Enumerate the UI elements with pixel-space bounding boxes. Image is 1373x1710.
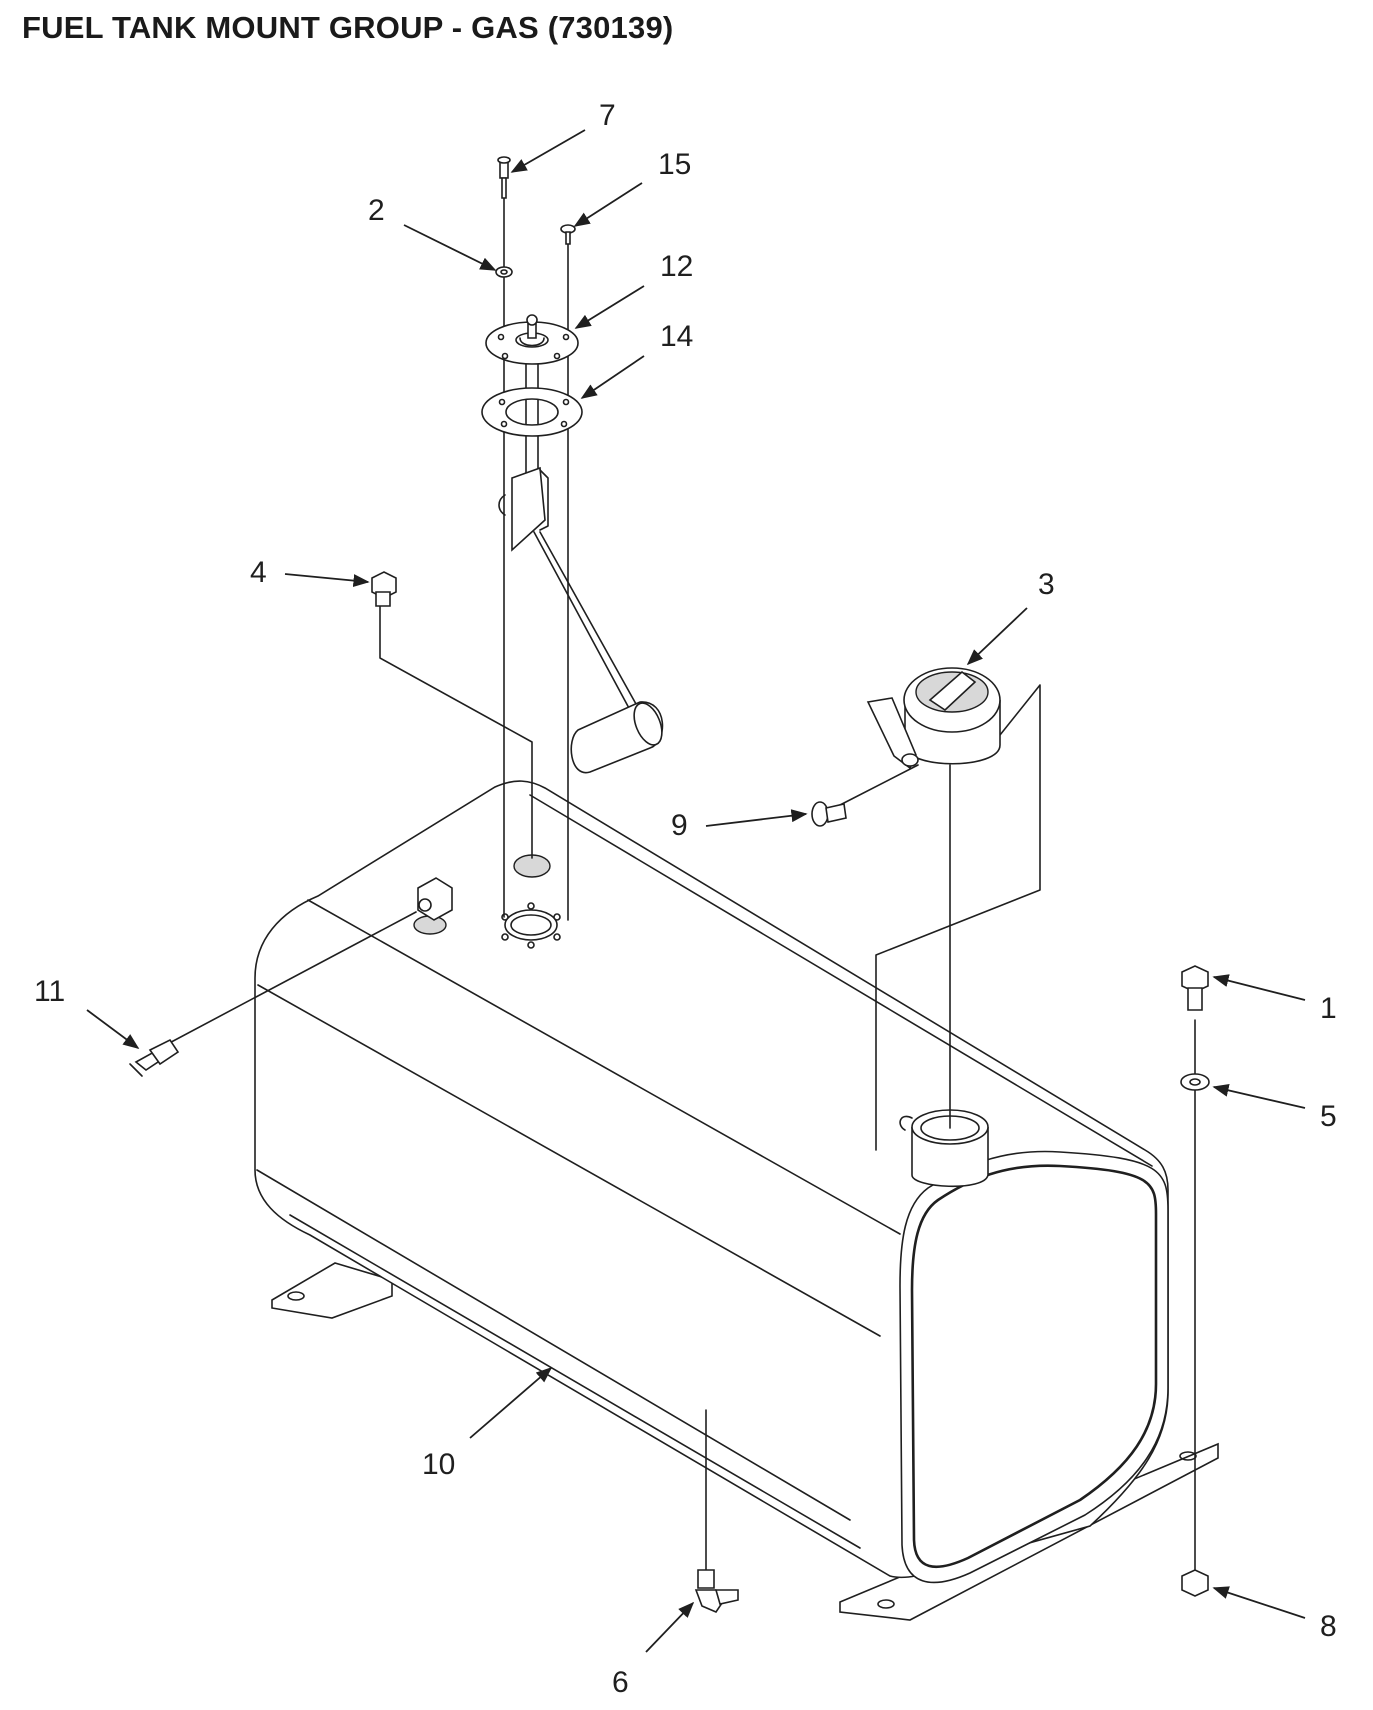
callout-label-8: 8 (1320, 1610, 1337, 1643)
page-title: FUEL TANK MOUNT GROUP - GAS (730139) (22, 10, 674, 45)
gasket (481, 387, 583, 437)
sending-unit (485, 174, 664, 921)
callout-1: 1 (1212, 974, 1337, 1025)
callout-10: 10 (422, 1366, 553, 1481)
filler-neck (899, 1109, 989, 1188)
callout-label-7: 7 (599, 99, 616, 132)
callout-15: 15 (573, 148, 691, 227)
callout-label-3: 3 (1038, 568, 1055, 601)
rivet (811, 801, 847, 827)
callout-5: 5 (1212, 1083, 1337, 1133)
screw-7 (497, 156, 511, 199)
bolt-assembly (1180, 965, 1210, 1597)
callout-12: 11 (34, 975, 140, 1049)
fuel-cap (839, 667, 1041, 1151)
callout-3: 3 (966, 568, 1055, 666)
lock-washer-2 (495, 266, 513, 278)
vent-fitting (371, 571, 533, 859)
callout-label-15: 15 (658, 148, 691, 181)
callout-6: 6 (612, 1601, 695, 1699)
callout-label-5: 5 (1320, 1100, 1337, 1133)
callout-label-1: 1 (1320, 992, 1337, 1025)
callout-9: 9 (671, 809, 808, 842)
callout-label-12: 11 (34, 975, 65, 1008)
float (570, 701, 664, 774)
callout-7: 7 (510, 99, 616, 173)
callout-label-9: 9 (671, 809, 688, 842)
screw-15 (560, 224, 576, 245)
tank-foot-left (271, 1262, 393, 1319)
callout-label-10: 10 (422, 1448, 455, 1481)
return-fitting (413, 877, 453, 935)
drain-elbow (694, 1569, 739, 1613)
callout-label-6: 6 (612, 1666, 629, 1699)
callout-11: 12 (574, 250, 693, 329)
callout-2: 2 (368, 194, 497, 271)
callout-4: 4 (250, 556, 370, 589)
callout-label-2: 2 (368, 194, 385, 227)
hose-barb (129, 911, 417, 1077)
fuel-tank (254, 780, 1219, 1621)
callout-label-11: 12 (660, 250, 693, 283)
callout-label-14: 14 (660, 320, 693, 353)
callout-label-4: 4 (250, 556, 267, 589)
callout-14: 14 (580, 320, 693, 399)
callout-8: 8 (1212, 1586, 1337, 1643)
